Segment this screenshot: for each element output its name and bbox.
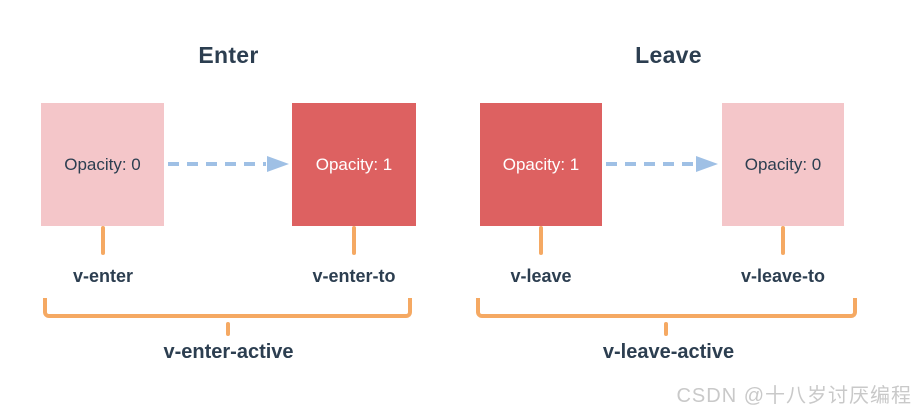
leave-section: Leave Opacity: 1 Opacity: 0 v-leave v-le… — [476, 40, 857, 370]
bracket-tick — [226, 322, 230, 336]
state-box-label: Opacity: 1 — [502, 154, 580, 174]
state-class-label: v-enter — [72, 266, 134, 286]
state-box-label: Opacity: 1 — [315, 154, 393, 174]
connector-line — [781, 226, 785, 255]
state-class-label: v-leave-to — [740, 266, 826, 286]
bracket — [43, 298, 412, 318]
active-class-label: v-enter-active — [163, 341, 294, 363]
section-title: Leave — [635, 42, 702, 68]
bracket — [476, 298, 857, 318]
state-box-label: Opacity: 0 — [744, 154, 822, 174]
section-title: Enter — [198, 42, 259, 68]
state-class-label: v-leave — [510, 266, 572, 286]
connector-line — [352, 226, 356, 255]
connector-line — [101, 226, 105, 255]
state-box-start: Opacity: 1 — [480, 103, 602, 226]
state-box-label: Opacity: 0 — [64, 154, 141, 174]
state-class-label: v-enter-to — [312, 266, 396, 286]
transition-arrow-icon — [606, 156, 718, 172]
bracket-tick — [664, 322, 668, 336]
state-box-start: Opacity: 0 — [41, 103, 164, 226]
state-box-end: Opacity: 1 — [292, 103, 416, 226]
state-box-end: Opacity: 0 — [722, 103, 844, 226]
active-class-label: v-leave-active — [602, 341, 735, 363]
watermark: CSDN @十八岁讨厌编程 — [676, 385, 912, 407]
enter-section: Enter Opacity: 0 Opacity: 1 v-enter v-en… — [41, 40, 416, 370]
connector-line — [539, 226, 543, 255]
transition-arrow-icon — [168, 156, 289, 172]
